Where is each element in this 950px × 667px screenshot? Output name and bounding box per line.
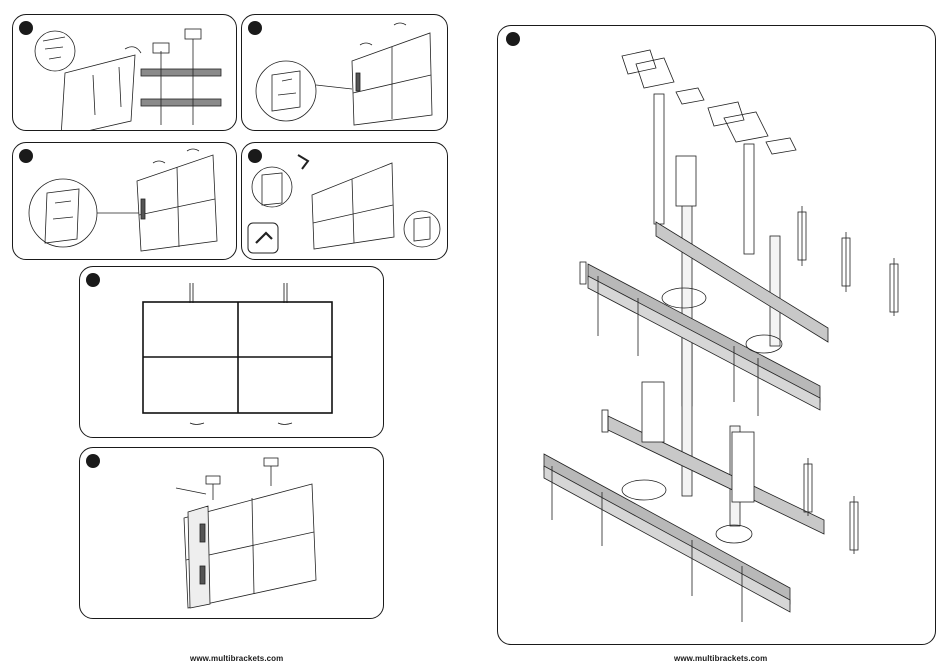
mount-bracket-and-rails-icon bbox=[13, 15, 236, 130]
ceiling-mounted-video-wall-icon bbox=[80, 448, 383, 618]
step-2-panel bbox=[241, 14, 448, 131]
step-7-panel bbox=[497, 25, 936, 645]
step-1-panel bbox=[12, 14, 237, 131]
step-5-panel bbox=[79, 266, 384, 438]
screen-lock-icon bbox=[13, 143, 236, 259]
exploded-assembly-icon bbox=[498, 26, 935, 644]
hang-screens-icon bbox=[242, 15, 447, 130]
allen-key-adjust-icon bbox=[242, 143, 447, 259]
screen-grid-front-view-icon bbox=[80, 267, 383, 437]
step-3-panel bbox=[12, 142, 237, 260]
step-4-panel bbox=[241, 142, 448, 260]
footer-website-left[interactable]: www.multibrackets.com bbox=[190, 654, 283, 663]
step-6-panel bbox=[79, 447, 384, 619]
footer-website-right[interactable]: www.multibrackets.com bbox=[674, 654, 767, 663]
